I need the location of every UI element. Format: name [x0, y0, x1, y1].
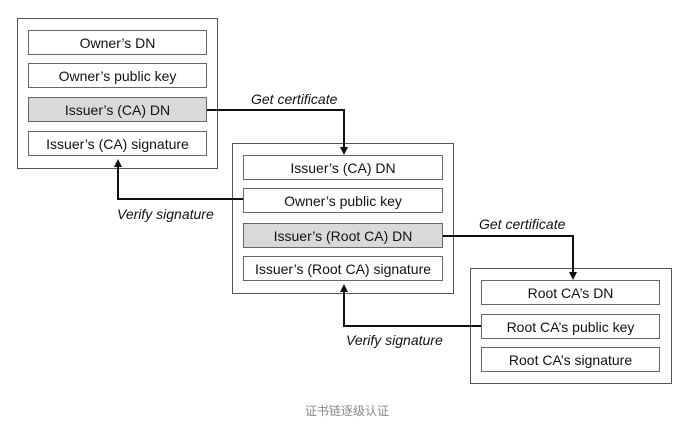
owner-dn-field: Owner’s DN: [28, 30, 207, 55]
figure-caption: 证书链逐级认证: [304, 404, 389, 418]
ca-owner-public-key-field: Owner’s public key: [243, 188, 443, 213]
verify-signature-label-1: Verify signature: [117, 206, 214, 222]
verify-signature-label-2: Verify signature: [346, 332, 443, 348]
root-signature-field: Root CA’s signature: [481, 347, 660, 372]
root-public-key-field: Root CA’s public key: [481, 314, 660, 339]
get-certificate-label-2: Get certificate: [479, 216, 566, 232]
ca-root-issuer-dn-field: Issuer’s (Root CA) DN: [243, 223, 443, 248]
ca-issuer-dn-field: Issuer’s (CA) DN: [243, 155, 443, 180]
owner-issuer-signature-field: Issuer’s (CA) signature: [28, 131, 207, 156]
owner-public-key-field: Owner’s public key: [28, 63, 207, 88]
ca-root-issuer-signature-field: Issuer’s (Root CA) signature: [243, 256, 443, 281]
root-dn-field: Root CA’s DN: [481, 280, 660, 305]
owner-issuer-dn-field: Issuer’s (CA) DN: [28, 97, 207, 122]
get-certificate-label-1: Get certificate: [251, 91, 338, 107]
